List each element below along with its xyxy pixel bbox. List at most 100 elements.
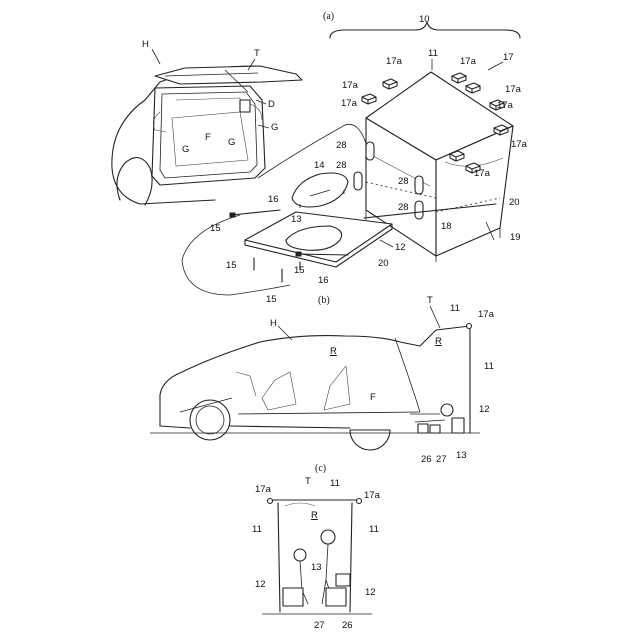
- caption-b: (b): [318, 295, 330, 306]
- label-11-c-top: 11: [330, 478, 340, 489]
- box-26: [418, 424, 428, 433]
- label-16-2: 16: [318, 275, 329, 286]
- label-26-c: 26: [342, 620, 353, 631]
- label-28-3: 28: [398, 176, 409, 187]
- cabin-floor: [238, 412, 420, 414]
- label-T-b: T: [427, 295, 433, 306]
- cylinder-28-3: [415, 176, 423, 194]
- label-17a-2: 17a: [342, 80, 359, 91]
- label-13-a: 13: [291, 214, 302, 225]
- person-head-c1: [294, 549, 306, 561]
- rod-cap-2: [296, 252, 301, 256]
- pillar-right: [250, 104, 262, 120]
- rod-cap-1: [230, 213, 235, 217]
- label-G-2: G: [228, 137, 235, 148]
- label-G-3: G: [271, 122, 278, 133]
- label-11-b1: 11: [450, 303, 460, 314]
- label-28-2: 28: [336, 160, 347, 171]
- label-17a-7: 17a: [511, 139, 528, 150]
- label-H-a: H: [142, 39, 149, 50]
- label-20-1: 20: [509, 197, 520, 208]
- label-F-a: F: [205, 132, 211, 143]
- label-17a-8: 17a: [474, 168, 491, 179]
- cylinder-28-4: [415, 201, 423, 219]
- leader-T-b: [430, 306, 440, 328]
- label-15-2: 15: [226, 260, 237, 271]
- clip-17a-4: [466, 83, 480, 93]
- steering: [236, 372, 256, 396]
- label-D: D: [268, 99, 275, 110]
- label-15-4: 15: [266, 294, 277, 305]
- label-T-c: T: [305, 476, 311, 487]
- label-R-b2: R: [435, 336, 442, 347]
- figure-c: (c) T 11 17a 17a R 11 11 13 12 12 27 26: [252, 463, 381, 631]
- label-15-3: 15: [294, 265, 305, 276]
- label-17a-5: 17a: [341, 98, 358, 109]
- rear-seat: [324, 366, 350, 410]
- seat-26-c: [283, 588, 303, 606]
- caption-a: (a): [323, 11, 334, 22]
- label-17a-6: 17a: [497, 100, 514, 111]
- label-15-1: 15: [210, 223, 221, 234]
- label-G-1: G: [182, 144, 189, 155]
- label-27-b: 27: [436, 454, 447, 465]
- vehicle-front-bumper: [160, 410, 190, 428]
- label-12-c-right: 12: [365, 587, 376, 598]
- clip-17a-c-left: [268, 499, 273, 504]
- roof-wrinkle-c: [285, 503, 315, 506]
- label-18: 18: [441, 221, 452, 232]
- label-17a-c-left: 17a: [255, 484, 272, 495]
- stool-27: [430, 425, 440, 433]
- label-17a-4: 17a: [505, 84, 522, 95]
- pot-c: [336, 574, 350, 586]
- label-19: 19: [510, 232, 521, 243]
- pillar-left: [153, 112, 166, 132]
- tailgate: [155, 66, 302, 84]
- label-T-a: T: [254, 48, 260, 59]
- latch: [240, 100, 250, 112]
- label-12-b: 12: [479, 404, 490, 415]
- label-R-b1: R: [330, 346, 337, 357]
- figure-a: (a) 10 H T D F G G: [112, 11, 528, 305]
- leader-12-a: [380, 240, 393, 247]
- clip-17a-b: [467, 324, 472, 329]
- label-11-a: 11: [428, 48, 438, 59]
- label-17a-3: 17a: [460, 56, 477, 67]
- clip-17a-c-right: [357, 499, 362, 504]
- label-14: 14: [314, 160, 325, 171]
- seat-back: [176, 98, 242, 112]
- lid-14: [292, 173, 348, 207]
- label-13-c: 13: [311, 562, 322, 573]
- leader-17: [488, 62, 503, 70]
- label-20-2: 20: [378, 258, 389, 269]
- label-12-a: 12: [395, 242, 406, 253]
- label-28-1: 28: [336, 140, 347, 151]
- label-17a-b: 17a: [478, 309, 495, 320]
- label-11-b2: 11: [484, 361, 494, 372]
- front-seat: [262, 372, 296, 410]
- seat-27-c: [326, 588, 346, 606]
- label-11-c-left: 11: [252, 524, 262, 535]
- front-hub: [196, 406, 224, 434]
- label-16-1: 16: [268, 194, 279, 205]
- label-17a-1: 17a: [386, 56, 403, 67]
- label-11-c-right: 11: [369, 524, 379, 535]
- clip-17a-3: [452, 73, 466, 83]
- label-26-b: 26: [421, 454, 432, 465]
- label-17a-c-right: 17a: [364, 490, 381, 501]
- person-head-c2: [321, 530, 335, 544]
- label-R-c: R: [311, 510, 318, 521]
- label-27-c: 27: [314, 620, 325, 631]
- label-28-4: 28: [398, 202, 409, 213]
- label-17: 17: [503, 52, 514, 63]
- leader-H-a: [152, 49, 160, 64]
- clip-17a-1: [383, 79, 397, 89]
- figure-b: (b) H T 11 17a R R 11 F 12 26 27 13: [150, 295, 495, 465]
- person-head-b: [441, 404, 453, 416]
- vehicle-sill: [230, 426, 350, 428]
- cylinder-28-2: [354, 172, 362, 190]
- vehicle-side-outline: [160, 326, 470, 433]
- cylinder-28-1: [366, 142, 374, 160]
- caption-c: (c): [315, 463, 326, 474]
